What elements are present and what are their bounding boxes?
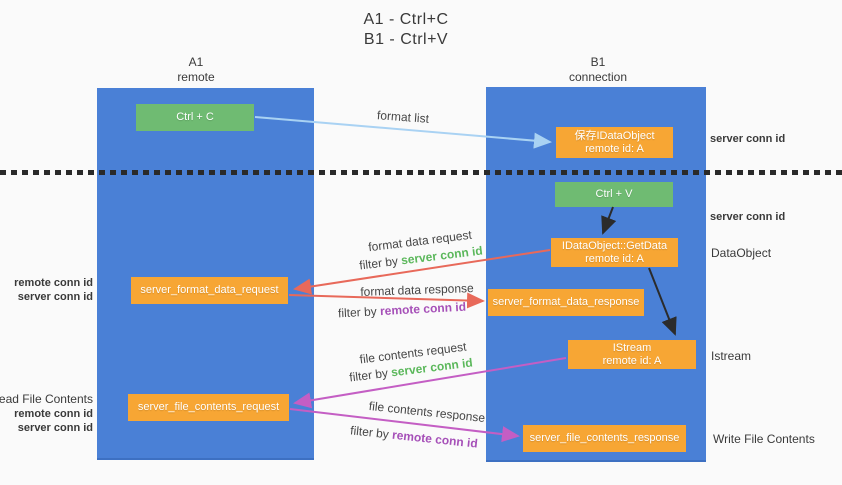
node-server-file-contents-response: server_file_contents_response <box>523 425 686 452</box>
getdata-line2: remote id: A <box>585 252 644 265</box>
server-format-data-response-label: server_format_data_response <box>492 296 640 308</box>
side-label-remote-conn-id-left-top: remote conn id <box>14 277 93 289</box>
node-ctrl-v: Ctrl + V <box>555 182 673 207</box>
node-ctrl-c: Ctrl + C <box>136 104 254 131</box>
diagram-title: A1 - Ctrl+C B1 - Ctrl+V <box>306 10 506 50</box>
lane-a1-role: remote <box>177 70 215 84</box>
side-label-write-file-contents: Write File Contents <box>713 432 815 446</box>
filter-by-text-2: filter by <box>337 304 378 321</box>
side-label-remote-conn-id-left-bottom: remote conn id <box>14 408 93 420</box>
title-line-2: B1 - Ctrl+V <box>363 31 449 48</box>
getdata-line1: IDataObject::GetData <box>561 239 668 252</box>
edge-label-filter-remote-1: filter by remote conn id <box>338 300 467 321</box>
save-idataobject-line2: remote id: A <box>585 142 644 155</box>
filter-by-text-4: filter by <box>349 423 390 442</box>
node-server-format-data-response: server_format_data_response <box>488 289 644 316</box>
lane-b1-role: connection <box>568 70 628 84</box>
edge-label-format-data-response: format data response <box>360 281 474 299</box>
filter-by-text-3: filter by <box>348 365 389 385</box>
save-idataobject-line1: 保存IDataObject <box>574 129 655 142</box>
edge-label-format-list: format list <box>376 108 430 126</box>
node-server-file-contents-request: server_file_contents_request <box>128 394 289 421</box>
side-label-server-conn-id-right-mid: server conn id <box>710 211 786 223</box>
remote-conn-id-text-2: remote conn id <box>391 427 479 451</box>
istream-line2: remote id: A <box>602 354 662 367</box>
side-label-read-file-contents: Read File Contents <box>0 392 93 406</box>
node-save-idataobject: 保存IDataObject remote id: A <box>556 127 673 158</box>
side-label-server-conn-id-left-top: server conn id <box>17 291 93 303</box>
lane-header-a1: A1 remote <box>96 55 296 85</box>
istream-line1: IStream <box>612 341 652 354</box>
ctrl-v-label: Ctrl + V <box>595 188 633 200</box>
filter-by-text-1: filter by <box>358 253 399 273</box>
lane-header-b1: B1 connection <box>498 55 698 85</box>
lane-b1-name: B1 <box>590 55 606 69</box>
title-line-1: A1 - Ctrl+C <box>363 11 449 28</box>
edge-label-file-contents-response: file contents response <box>368 398 486 426</box>
side-label-server-conn-id-right-top: server conn id <box>710 133 786 145</box>
ctrl-c-label: Ctrl + C <box>176 111 214 123</box>
server-format-data-request-label: server_format_data_request <box>140 284 279 296</box>
dotted-divider-line <box>0 170 842 175</box>
node-server-format-data-request: server_format_data_request <box>131 277 288 304</box>
side-label-server-conn-id-left-bottom: server conn id <box>17 422 93 434</box>
remote-conn-id-text-1: remote conn id <box>379 299 467 319</box>
lane-a1-name: A1 <box>188 55 204 69</box>
side-label-istream: Istream <box>711 349 752 363</box>
node-idataobject-getdata: IDataObject::GetData remote id: A <box>551 238 678 267</box>
server-file-contents-response-label: server_file_contents_response <box>529 432 680 444</box>
edge-label-filter-remote-2: filter by remote conn id <box>350 423 479 450</box>
side-label-dataobject: DataObject <box>711 246 772 260</box>
node-istream: IStream remote id: A <box>568 340 696 369</box>
server-file-contents-request-label: server_file_contents_request <box>137 401 280 413</box>
